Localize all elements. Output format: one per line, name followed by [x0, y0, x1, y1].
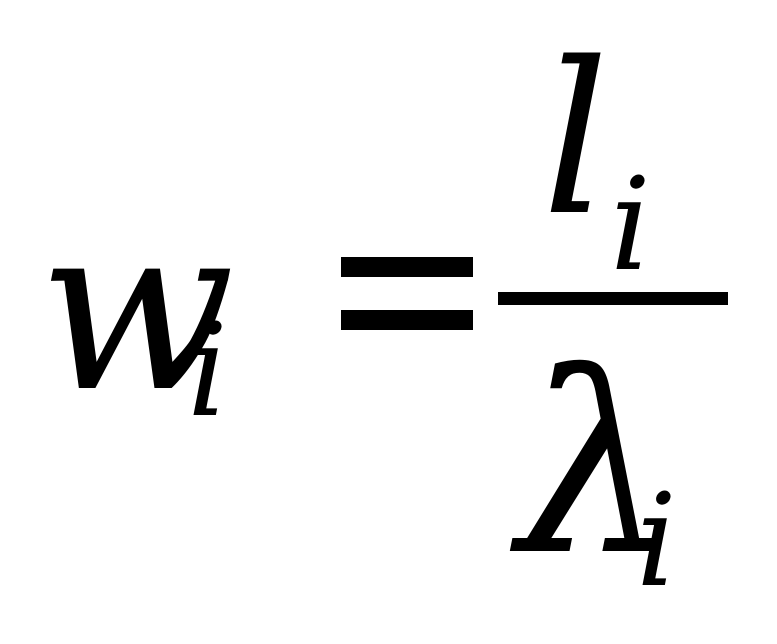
equals-sign-bottom-bar: [341, 310, 473, 330]
numerator-subscript-i: i: [610, 151, 651, 300]
numerator-l: l: [542, 17, 610, 262]
fraction-bar: [498, 292, 728, 305]
equals-sign-top-bar: [341, 257, 473, 277]
denominator-subscript-i: i: [636, 467, 677, 616]
subscript-i-left: i: [187, 297, 228, 446]
variable-w: w: [38, 176, 235, 443]
denominator-lambda: λ: [518, 319, 677, 610]
